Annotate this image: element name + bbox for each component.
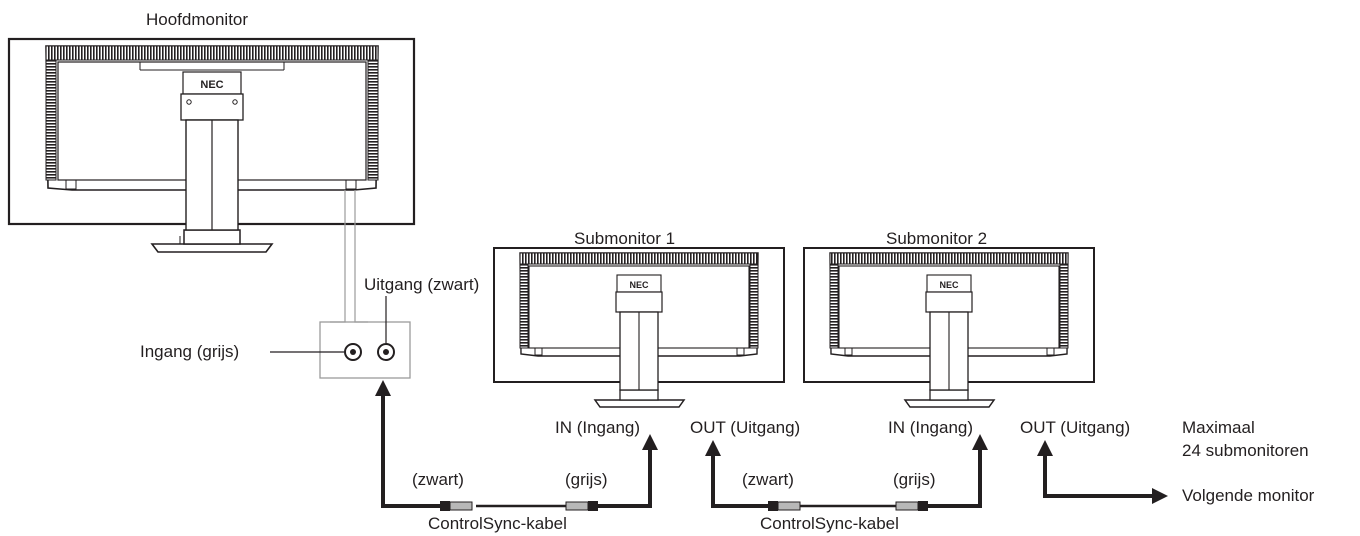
cable-2-grey-label: (grijs)	[893, 470, 936, 489]
controlsync-cable-1	[375, 380, 658, 511]
controlsync-cable-2	[705, 434, 988, 511]
input-grey-label: Ingang (grijs)	[140, 342, 240, 361]
cable-1-black-plug	[430, 501, 473, 511]
main-monitor-title: Hoofdmonitor	[146, 10, 249, 29]
cable-1-name: ControlSync-kabel	[428, 514, 567, 533]
submonitor-1-badge: NEC	[629, 280, 649, 290]
cable-1-grey-label: (grijs)	[565, 470, 608, 489]
max-submonitors-line2: 24 submonitoren	[1182, 441, 1309, 460]
cable-2-black-plug	[758, 501, 801, 511]
sub2-in-label: IN (Ingang)	[888, 418, 974, 437]
submonitor-2-title: Submonitor 2	[886, 229, 988, 248]
output-black-label: Uitgang (zwart)	[364, 275, 480, 294]
sub2-out-label: OUT (Uitgang)	[1020, 418, 1131, 437]
submonitor-2-badge: NEC	[939, 280, 959, 290]
main-monitor-badge: NEC	[200, 79, 223, 91]
cable-2-black-label: (zwart)	[742, 470, 794, 489]
main-monitor	[7, 37, 416, 253]
sub1-in-label: IN (Ingang)	[555, 418, 641, 437]
cable-2-name: ControlSync-kabel	[760, 514, 899, 533]
cable-1-grey-plug	[565, 501, 608, 511]
submonitor-2	[803, 247, 1095, 408]
next-monitor-label: Volgende monitor	[1182, 486, 1315, 505]
max-submonitors-line1: Maximaal	[1182, 418, 1255, 437]
port-callout	[270, 190, 411, 379]
cable-2-grey-plug	[895, 501, 938, 511]
input-port	[344, 343, 362, 361]
next-monitor-arrow	[1037, 440, 1168, 504]
submonitor-1	[493, 247, 785, 408]
output-port	[377, 343, 395, 361]
sub1-out-label: OUT (Uitgang)	[690, 418, 801, 437]
cable-1-black-label: (zwart)	[412, 470, 464, 489]
submonitor-1-title: Submonitor 1	[574, 229, 676, 248]
